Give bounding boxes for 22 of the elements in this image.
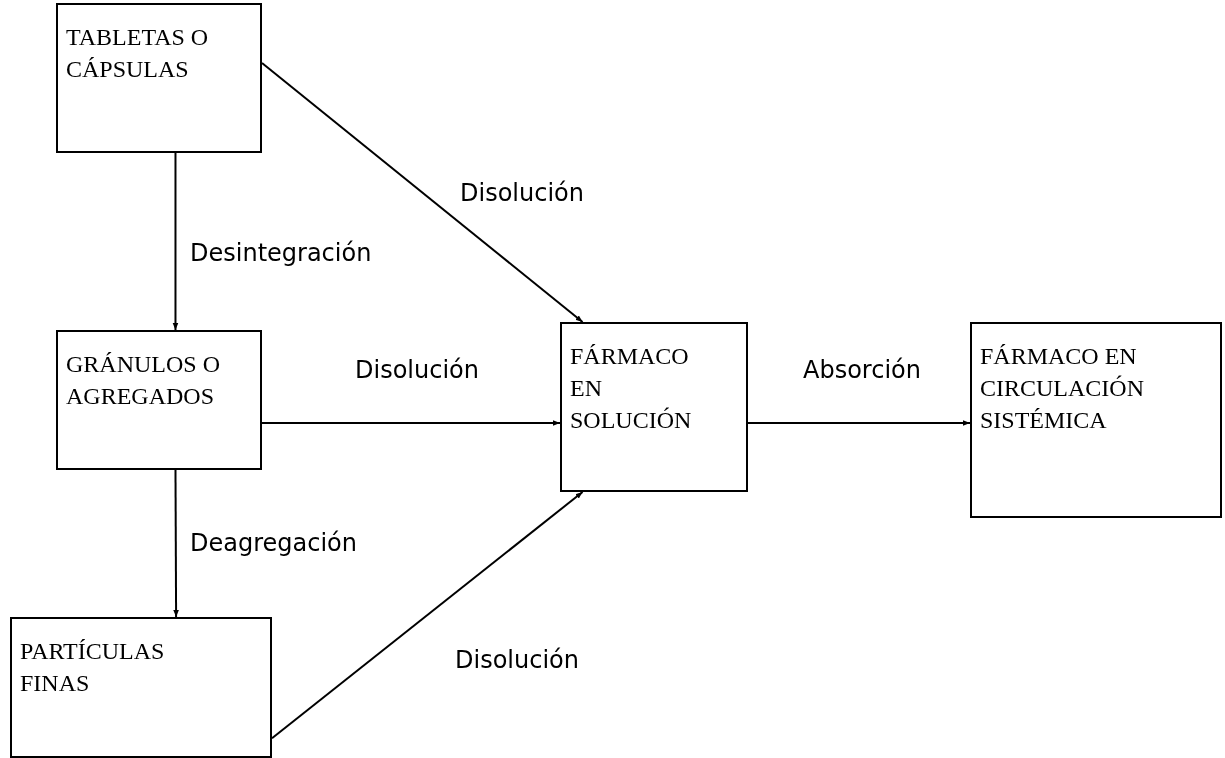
process-box <box>970 322 1222 518</box>
process-box <box>56 3 262 153</box>
box-text: PARTÍCULAS FINAS <box>20 637 166 698</box>
edge-label: Disolución <box>355 355 479 385</box>
arrow <box>271 491 584 740</box>
edge-label: Desintegración <box>190 238 372 268</box>
edge-label: Deagregación <box>190 528 357 558</box>
process-box <box>10 617 272 758</box>
arrow <box>261 420 561 426</box>
box-text: FÁRMACO EN SOLUCIÓN <box>570 342 693 435</box>
arrow <box>261 62 584 323</box>
edge-label: Disolución <box>460 178 584 208</box>
arrow <box>173 469 179 618</box>
box-text: FÁRMACO EN CIRCULACIÓN SISTÉMICA <box>980 342 1145 435</box>
process-box <box>560 322 748 492</box>
arrow <box>747 420 971 426</box>
arrow <box>172 152 179 331</box>
box-text: GRÁNULOS O AGREGADOS <box>66 350 221 411</box>
edge-label: Absorción <box>803 355 921 385</box>
edge-label: Disolución <box>455 645 579 675</box>
process-box <box>56 330 262 470</box>
box-text: TABLETAS O CÁPSULAS <box>66 23 210 84</box>
